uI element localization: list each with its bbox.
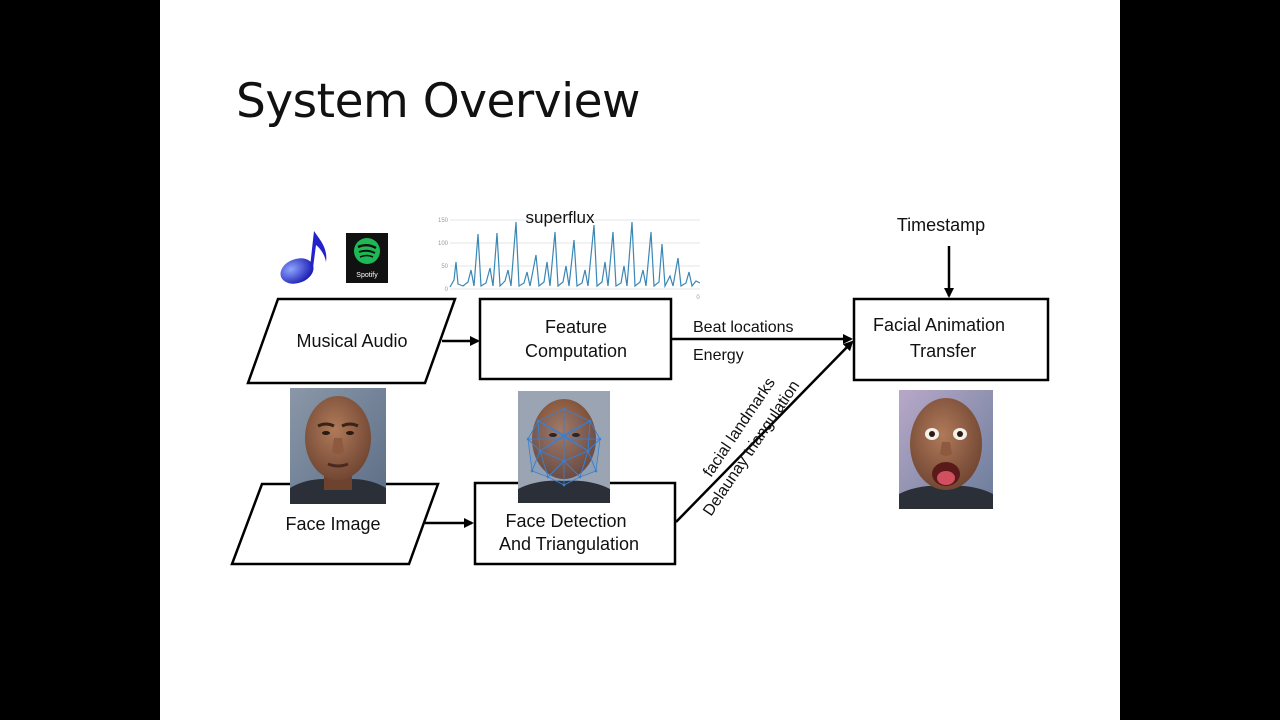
system-diagram: Spotify 150 100 50 0 0 superflux Musical… xyxy=(230,208,1050,566)
feature-computation-label-1: Feature xyxy=(545,317,607,337)
musical-audio-label: Musical Audio xyxy=(296,331,407,351)
plot-ytick: 150 xyxy=(438,218,449,224)
music-note-icon xyxy=(280,231,327,284)
energy-label: Energy xyxy=(693,347,744,364)
musical-audio-node: Musical Audio xyxy=(246,297,457,385)
plot-ytick: 0 xyxy=(445,287,449,293)
face-image-label: Face Image xyxy=(285,514,380,534)
face-image-node: Face Image xyxy=(230,482,440,566)
slide: System Overview Spotify xyxy=(160,0,1120,720)
spotify-wordmark: Spotify xyxy=(356,272,378,279)
face-photo xyxy=(290,388,386,504)
plot-ytick: 100 xyxy=(438,241,449,247)
facial-animation-label-2: Transfer xyxy=(910,341,976,361)
superflux-label: superflux xyxy=(526,208,595,227)
plot-xtick: 0 xyxy=(696,295,700,301)
triangulated-face-photo xyxy=(518,391,610,503)
arrow-detection-to-animation xyxy=(675,340,854,523)
animated-face-photo xyxy=(899,390,993,509)
facial-animation-node: Facial Animation Transfer xyxy=(852,297,1050,382)
face-detection-label-2: And Triangulation xyxy=(499,534,639,554)
feature-computation-node: Feature Computation xyxy=(478,297,673,381)
feature-computation-label-2: Computation xyxy=(525,341,627,361)
spotify-icon: Spotify xyxy=(346,233,388,283)
delaunay-mesh xyxy=(527,408,601,486)
beat-locations-label: Beat locations xyxy=(693,319,794,336)
edges xyxy=(425,246,954,528)
page-title: System Overview xyxy=(236,74,640,129)
facial-animation-label-1: Facial Animation xyxy=(873,315,1005,335)
timestamp-label: Timestamp xyxy=(897,215,985,235)
superflux-plot: 150 100 50 0 0 superflux xyxy=(438,208,700,301)
face-detection-label-1: Face Detection xyxy=(505,511,626,531)
plot-ytick: 50 xyxy=(441,264,448,270)
superflux-line xyxy=(449,221,701,289)
